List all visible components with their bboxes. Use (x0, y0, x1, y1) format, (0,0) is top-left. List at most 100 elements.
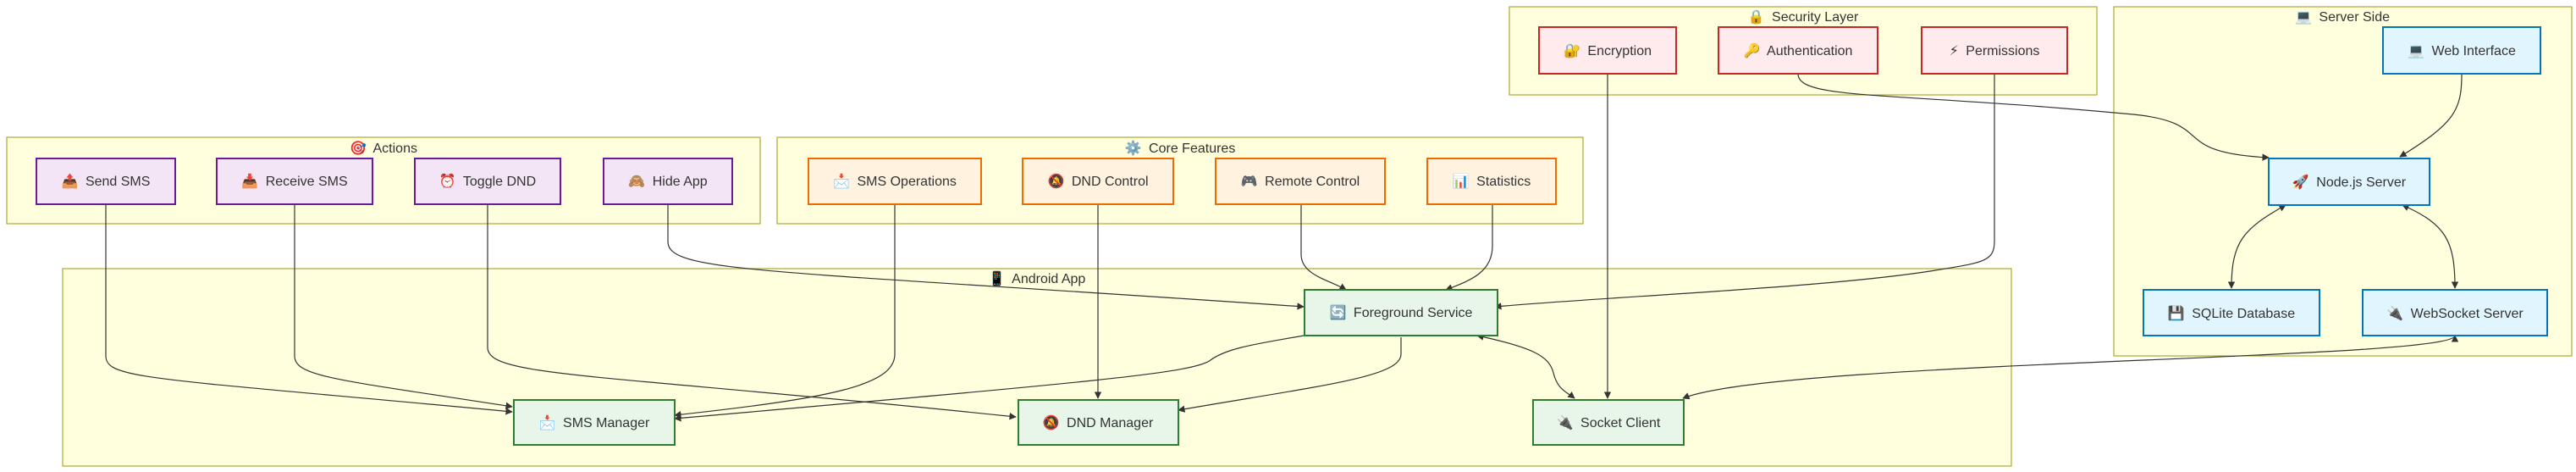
edge-hide-app-foreground-service (667, 204, 1305, 310)
svg-text:🔑 Authentication: 🔑 Authentication (1744, 42, 1853, 58)
svg-text:🔕 DND Control: 🔕 DND Control (1047, 173, 1148, 189)
lock-icon: 🔒 (1748, 9, 1765, 25)
node-statistics[interactable]: 📊 Statistics (1426, 158, 1557, 205)
node-label-hide-app: Hide App (653, 175, 708, 189)
group-title-actions: Actions (373, 142, 417, 156)
node-receive-sms[interactable]: 📥 Receive SMS (216, 158, 373, 205)
node-remote-control[interactable]: 🎮 Remote Control (1215, 158, 1386, 205)
alarm-clock-icon: ⏰ (439, 173, 456, 189)
edge-foreground-service-socket-client (1476, 333, 1575, 399)
node-socket-client[interactable]: 🔌 Socket Client (1532, 399, 1685, 446)
computer-icon: 💻 (2295, 10, 2312, 25)
node-dnd-control[interactable]: 🔕 DND Control (1022, 158, 1174, 205)
node-hide-app[interactable]: 🙈 Hide App (603, 158, 733, 205)
edge-sms-operations-sms-manager (674, 204, 896, 419)
svg-text:📩 SMS Manager: 📩 SMS Manager (539, 414, 650, 430)
edge-web-interface-nodejs-server (2399, 73, 2463, 158)
node-label-authentication: Authentication (1767, 44, 1852, 58)
svg-text:🔒 Security Layer: 🔒 Security Layer (1748, 9, 1859, 25)
node-dnd-manager[interactable]: 🔕 DND Manager (1018, 399, 1179, 446)
node-label-dnd-manager: DND Manager (1067, 416, 1154, 430)
svg-text:🚀 Node.js Server: 🚀 Node.js Server (2292, 174, 2407, 190)
edge-websocket-server-socket-client (1682, 335, 2458, 400)
phone-icon: 📱 (989, 270, 1006, 286)
lightning-icon: ⚡ (1950, 44, 1959, 58)
node-permissions[interactable]: ⚡ Permissions (1921, 26, 2068, 75)
group-title-security: Security Layer (1772, 10, 1859, 25)
envelope-icon: 📩 (833, 173, 850, 189)
svg-text:🔐 Encryption: 🔐 Encryption (1564, 43, 1652, 58)
gear-icon: ⚙️ (1125, 140, 1142, 156)
svg-text:📥 Receive SMS: 📥 Receive SMS (241, 173, 347, 189)
svg-text:⏰ Toggle DND: ⏰ Toggle DND (439, 173, 536, 189)
node-label-foreground-service: Foreground Service (1354, 306, 1473, 320)
edge-authentication-nodejs-server (1797, 73, 2270, 161)
edge-statistics-foreground-service (1445, 204, 1493, 292)
edge-receive-sms-sms-manager (294, 204, 513, 409)
node-label-dnd-control: DND Control (1072, 175, 1149, 189)
node-label-sms-manager: SMS Manager (563, 416, 650, 430)
plug-icon: 🔌 (2386, 305, 2403, 321)
node-nodejs-server[interactable]: 🚀 Node.js Server (2268, 158, 2430, 206)
see-no-evil-icon: 🙈 (628, 175, 645, 189)
laptop-icon: 💻 (2408, 44, 2424, 58)
locked-with-key-icon: 🔐 (1564, 43, 1580, 58)
node-websocket-server[interactable]: 🔌 WebSocket Server (2362, 289, 2548, 336)
node-label-remote-control: Remote Control (1265, 175, 1360, 189)
node-label-sms-operations: SMS Operations (857, 175, 956, 189)
node-send-sms[interactable]: 📤 Send SMS (36, 158, 176, 205)
group-title-features: Core Features (1149, 142, 1235, 156)
node-label-toggle-dnd: Toggle DND (463, 175, 536, 189)
node-label-web-interface: Web Interface (2432, 44, 2516, 58)
plug-icon: 🔌 (1557, 414, 1574, 430)
node-sms-operations[interactable]: 📩 SMS Operations (808, 158, 982, 205)
node-sqlite-database[interactable]: 💾 SQLite Database (2143, 289, 2320, 336)
node-label-statistics: Statistics (1476, 175, 1531, 189)
svg-text:⚙️ Core Features: ⚙️ Core Features (1125, 140, 1236, 156)
game-controller-icon: 🎮 (1241, 175, 1258, 189)
node-authentication[interactable]: 🔑 Authentication (1718, 26, 1878, 75)
svg-text:⚡ Permissions: ⚡ Permissions (1950, 44, 2040, 58)
node-label-permissions: Permissions (1966, 44, 2039, 58)
node-foreground-service[interactable]: 🔄 Foreground Service (1304, 289, 1498, 336)
svg-text:💾 SQLite Database: 💾 SQLite Database (2168, 305, 2295, 321)
envelope-icon: 📩 (539, 414, 556, 430)
svg-text:💻 Server Side: 💻 Server Side (2295, 10, 2390, 25)
bell-off-icon: 🔕 (1047, 173, 1064, 189)
svg-text:📊 Statistics: 📊 Statistics (1453, 173, 1531, 189)
svg-text:💻 Web Interface: 💻 Web Interface (2408, 44, 2516, 58)
node-web-interface[interactable]: 💻 Web Interface (2382, 26, 2541, 75)
svg-text:🎯 Actions: 🎯 Actions (350, 141, 417, 156)
group-title-server: Server Side (2319, 10, 2390, 25)
edge-nodejs-server-sqlite-database (2227, 204, 2286, 289)
floppy-disk-icon: 💾 (2168, 305, 2185, 321)
node-encryption[interactable]: 🔐 Encryption (1538, 26, 1677, 75)
svg-text:🔕 DND Manager: 🔕 DND Manager (1043, 414, 1154, 430)
svg-text:📩 SMS Operations: 📩 SMS Operations (833, 173, 957, 189)
node-sms-manager[interactable]: 📩 SMS Manager (513, 399, 676, 446)
node-label-socket-client: Socket Client (1580, 416, 1661, 430)
node-label-receive-sms: Receive SMS (266, 175, 348, 189)
edge-toggle-dnd-dnd-manager (487, 204, 1017, 420)
edges (105, 73, 2463, 422)
bell-off-icon: 🔕 (1043, 414, 1060, 430)
svg-text:🙈 Hide App: 🙈 Hide App (628, 175, 707, 189)
inbox-tray-icon: 📥 (241, 173, 258, 189)
edge-nodejs-server-websocket-server (2402, 204, 2459, 289)
node-toggle-dnd[interactable]: ⏰ Toggle DND (414, 158, 561, 205)
rocket-icon: 🚀 (2292, 174, 2309, 190)
edge-send-sms-sms-manager (105, 204, 513, 415)
svg-text:🔌 Socket Client: 🔌 Socket Client (1557, 414, 1661, 430)
edge-foreground-service-dnd-manager (1178, 337, 1402, 413)
edge-permissions-foreground-service (1494, 74, 1995, 310)
node-label-websocket-server: WebSocket Server (2411, 307, 2524, 321)
node-label-sqlite-database: SQLite Database (2192, 307, 2295, 321)
edge-remote-control-foreground-service (1300, 204, 1347, 291)
svg-text:🎮 Remote Control: 🎮 Remote Control (1241, 175, 1360, 189)
group-title-android: Android App (1012, 272, 1085, 286)
bar-chart-icon: 📊 (1453, 173, 1470, 189)
svg-text:📱 Android App: 📱 Android App (989, 270, 1086, 286)
key-icon: 🔑 (1744, 42, 1761, 58)
node-label-nodejs-server: Node.js Server (2316, 175, 2406, 190)
